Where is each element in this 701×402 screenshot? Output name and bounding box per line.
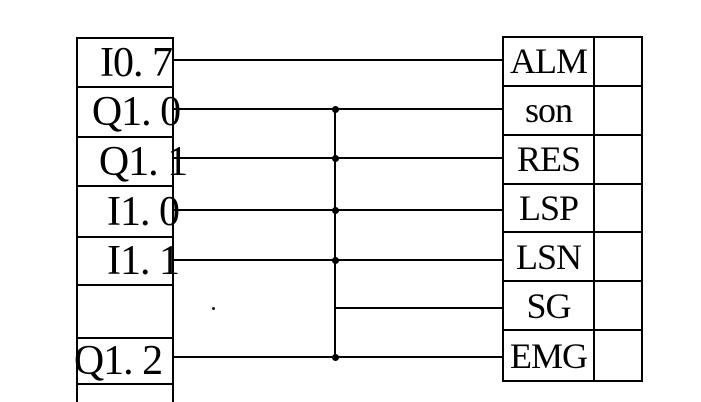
left-io-row-empty [78, 286, 172, 339]
left-io-label: I1. 0 [107, 188, 180, 235]
wire-bus-sg [334, 307, 502, 309]
terminal-label: EMG [504, 331, 595, 380]
terminal-blank-cell [595, 331, 641, 380]
terminal-label: LSN [504, 233, 595, 283]
junction-dot [332, 155, 339, 162]
right-terminal-table: ALM son RES LSP LSN SG EMG [502, 36, 643, 382]
terminal-label: son [504, 86, 595, 136]
terminal-blank-cell [595, 136, 641, 185]
terminal-label: RES [504, 135, 595, 185]
wire-i07-alm [174, 59, 502, 61]
left-io-label: I1. 1 [107, 238, 180, 284]
left-io-label: Q1. 0 [91, 89, 181, 135]
left-io-row: I1. 0 [78, 187, 180, 238]
terminal-blank-cell [595, 282, 641, 332]
terminal-label: ALM [504, 38, 595, 87]
left-io-row-empty [78, 385, 172, 402]
terminal-blank-cell [595, 233, 641, 283]
left-io-row: I1. 1 [78, 238, 180, 286]
terminal-blank-cell [595, 38, 641, 87]
left-io-label: Q1. 2 [73, 338, 163, 384]
terminal-label: LSP [504, 184, 595, 234]
terminal-blank-cell [595, 185, 641, 234]
bus-line [334, 108, 336, 358]
stray-dot [212, 307, 215, 310]
junction-dot [332, 106, 339, 113]
left-io-row: Q1. 0 [78, 88, 181, 138]
terminal-label: SG [504, 282, 595, 332]
left-io-table: I0. 7 Q1. 0 Q1. 1 I1. 0 I1. 1 Q1. 2 [74, 37, 188, 402]
terminal-blank-cell [595, 87, 641, 136]
junction-dot [332, 257, 339, 264]
left-io-row: I0. 7 [78, 39, 173, 88]
left-io-row: Q1. 1 [78, 138, 188, 187]
junction-dot [332, 207, 339, 214]
left-io-label: Q1. 1 [98, 138, 188, 185]
left-io-label: I0. 7 [100, 39, 173, 86]
junction-dot [332, 354, 339, 361]
left-io-row: Q1. 2 [74, 339, 172, 385]
